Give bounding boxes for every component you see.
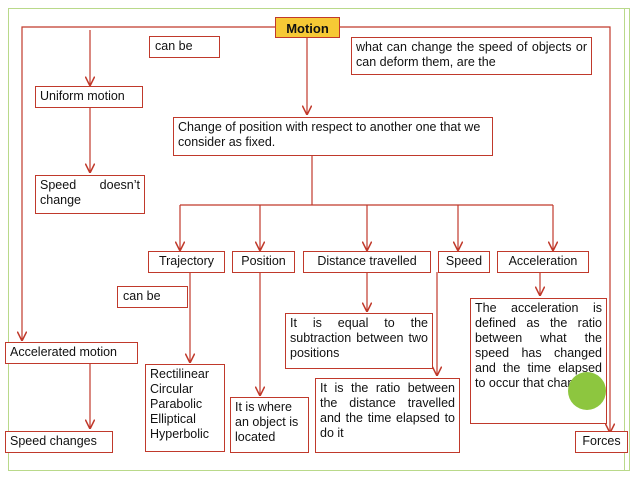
frame-right-line <box>629 8 630 470</box>
node-accelerated-motion: Accelerated motion <box>5 342 138 364</box>
node-position: Position <box>232 251 295 273</box>
label-forces-intro: what can change the speed of objects or … <box>351 37 592 75</box>
node-speed-changes: Speed changes <box>5 431 113 453</box>
label-can-be-trajectory: can be <box>117 286 188 308</box>
trajectory-type-item: Parabolic <box>150 397 203 411</box>
node-acceleration-definition: The acceleration is defined as the ratio… <box>470 298 607 424</box>
node-speed-definition: It is the ratio between the distance tra… <box>315 378 460 453</box>
node-speed-doesnt-change: Speed doesn’t change <box>35 175 145 214</box>
frame-bottom-line <box>8 470 630 471</box>
label-can-be-top: can be <box>149 36 220 58</box>
edge-title-to-forces <box>340 26 610 432</box>
node-trajectory: Trajectory <box>148 251 225 273</box>
trajectory-type-item: Rectilinear <box>150 367 210 381</box>
frame-left-line <box>8 8 9 470</box>
trajectory-type-item: Circular <box>150 382 194 396</box>
node-uniform-motion: Uniform motion <box>35 86 143 108</box>
node-change-of-position: Change of position with respect to anoth… <box>173 117 493 156</box>
edge-title-to-accelerated <box>22 26 275 340</box>
node-speed: Speed <box>438 251 490 273</box>
node-position-definition: It is where an object is located <box>230 397 309 453</box>
title-motion: Motion <box>275 17 340 38</box>
frame-right-inner-line <box>624 8 625 470</box>
trajectory-type-item: Elliptical <box>150 412 196 426</box>
trajectory-type-item: Hyperbolic <box>150 427 210 441</box>
green-dot-decoration <box>568 372 606 410</box>
node-acceleration: Acceleration <box>497 251 589 273</box>
frame-top-line <box>8 8 630 9</box>
node-distance-travelled: Distance travelled <box>303 251 431 273</box>
node-distance-definition: It is equal to the subtraction between t… <box>285 313 433 369</box>
node-forces: Forces <box>575 431 628 453</box>
node-trajectory-types: Rectilinear Circular Parabolic Elliptica… <box>145 364 225 452</box>
